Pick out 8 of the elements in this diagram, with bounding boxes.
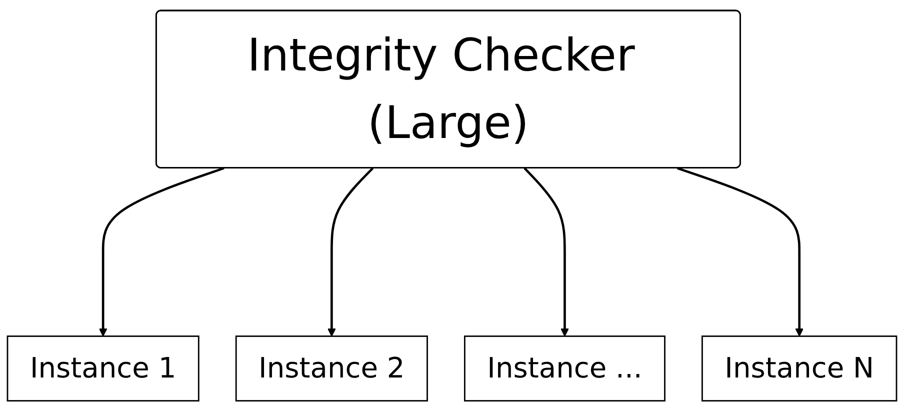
arrow (676, 167, 804, 337)
node-box: Instance ... (464, 336, 666, 402)
arrow (524, 168, 569, 337)
node-box: Instance 2 (235, 336, 428, 402)
arrow (328, 168, 374, 337)
node-box: Instance N (702, 336, 898, 402)
node-box: Instance 1 (6, 336, 200, 402)
arrow (98, 167, 224, 337)
